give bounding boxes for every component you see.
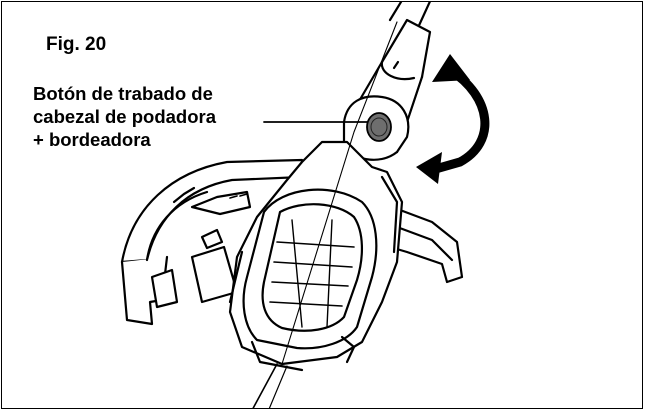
callout-line-1: Botón de trabado de <box>33 83 213 104</box>
lock-button-callout: Botón de trabado de cabezal de podadora … <box>33 82 216 151</box>
curved-rotation-arrow-icon <box>416 54 490 184</box>
callout-line-3: + bordeadora <box>33 129 151 150</box>
figure-label: Fig. 20 <box>46 34 107 55</box>
guard-shield <box>120 158 304 326</box>
guard-right-wing <box>388 205 464 284</box>
trimmer-line <box>252 363 288 408</box>
callout-line-2: cabezal de podadora <box>33 106 216 127</box>
lock-button-icon <box>366 112 392 142</box>
center-axis-line <box>281 21 398 365</box>
